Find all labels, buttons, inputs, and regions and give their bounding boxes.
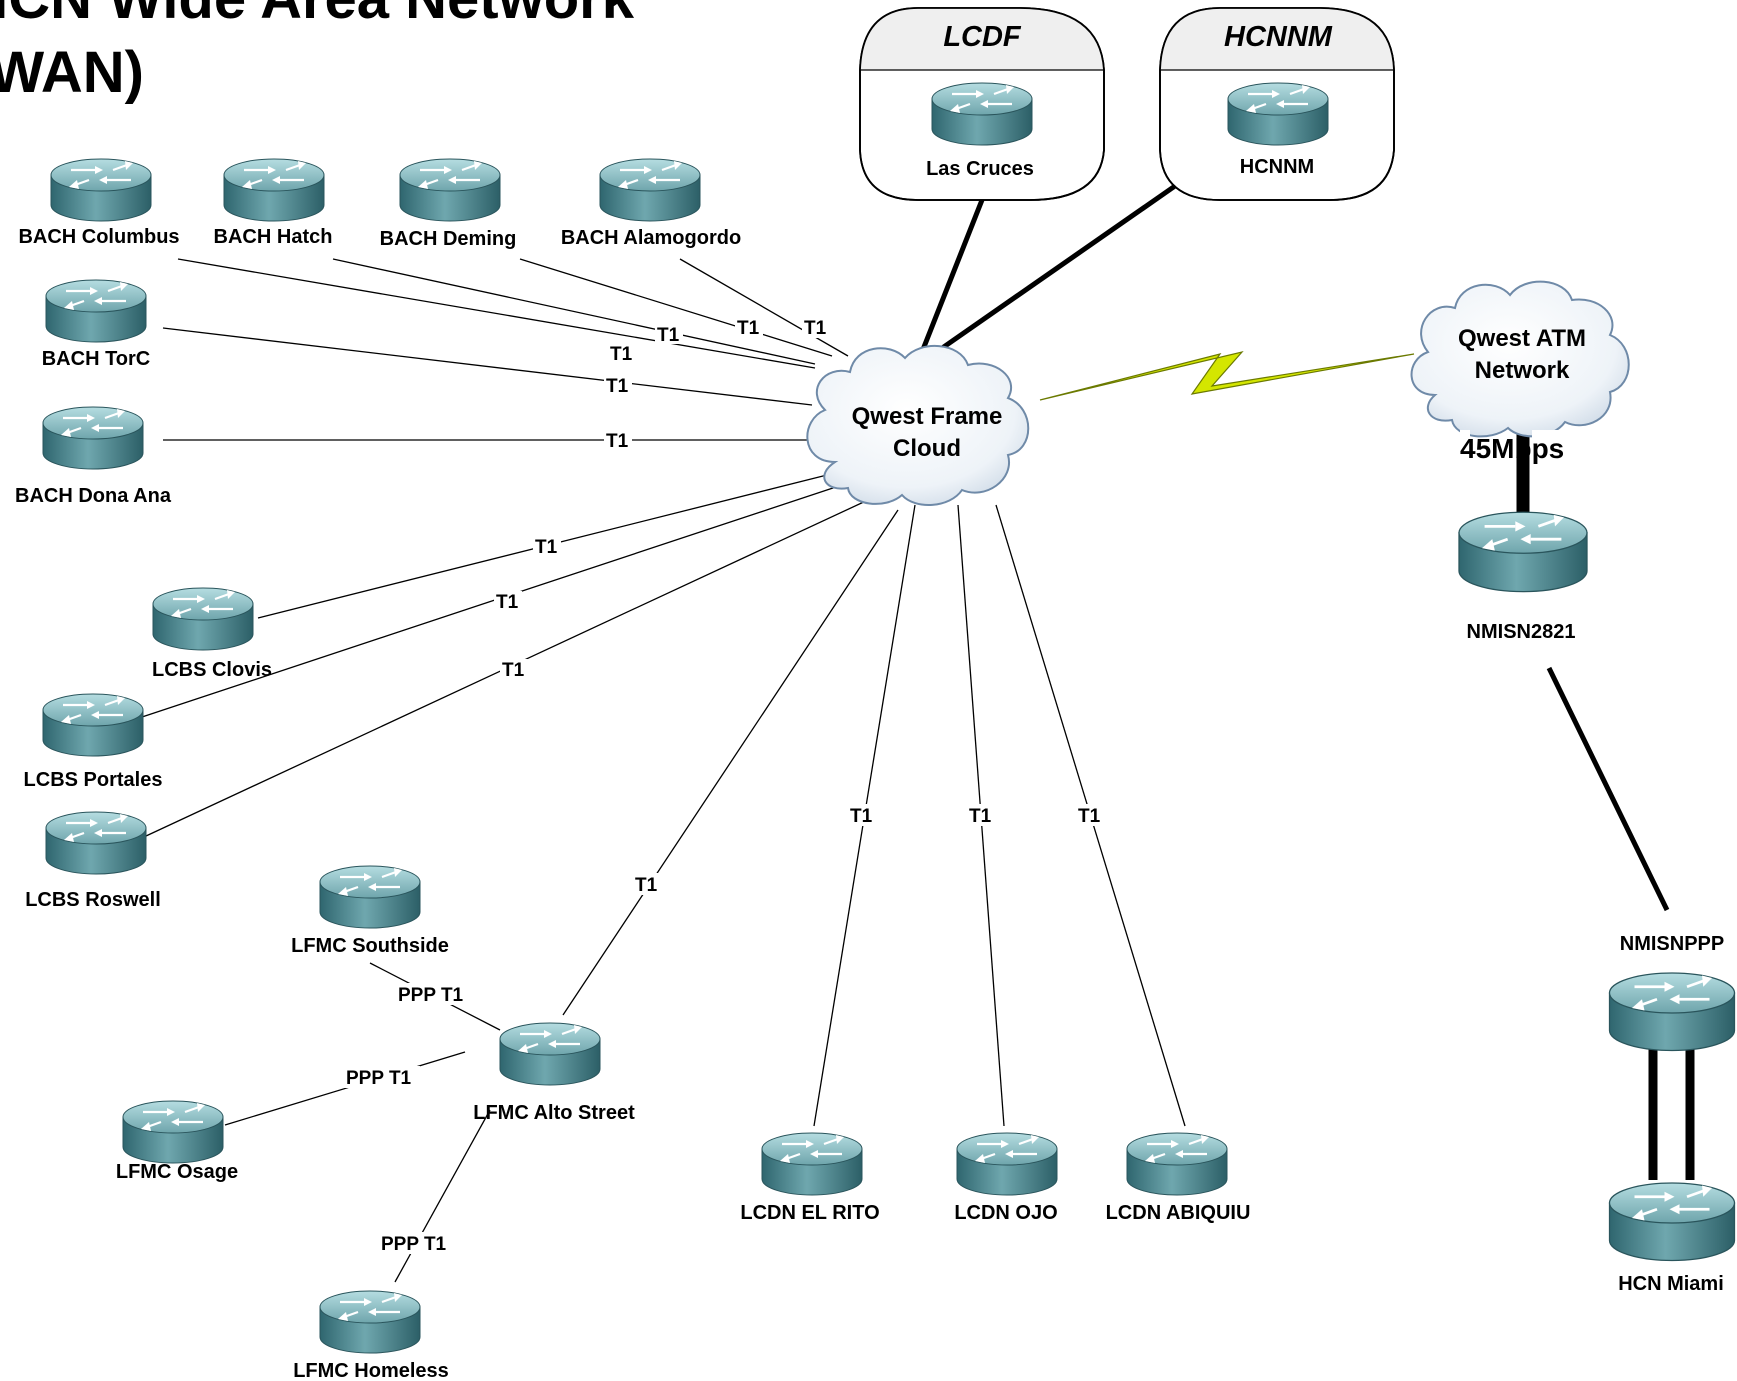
router-label: NMISNPPP <box>1620 933 1724 955</box>
router-icon <box>930 81 1034 147</box>
router-bach-columbus: BACH Columbus <box>18 157 180 248</box>
router-label: BACH Deming <box>380 228 517 250</box>
router-icon <box>1226 81 1330 147</box>
router-icon <box>1608 971 1736 1052</box>
qwest-atm-cloud: Qwest ATM Network <box>1410 280 1630 438</box>
link-label-ppp-t1: PPP T1 <box>381 1234 447 1255</box>
router-lcbs-clovis: LCBS Clovis <box>151 586 272 681</box>
router-lcdn-ojo: LCDN OJO <box>954 1131 1059 1224</box>
link-label-t1: T1 <box>535 537 558 558</box>
router-label: LFMC Alto Street <box>473 1102 635 1124</box>
router-label: LCBS Clovis <box>152 659 272 681</box>
router-lcdn-abiquiu: LCDN ABIQUIU <box>1106 1131 1251 1224</box>
router-icon <box>318 1289 422 1355</box>
router-icon <box>955 1131 1059 1197</box>
backbone-links <box>919 183 1670 912</box>
link-label-t1: T1 <box>606 376 629 397</box>
router-bach-dona-ana: BACH Dona Ana <box>15 405 172 507</box>
router-lcbs-portales: LCBS Portales <box>24 692 163 791</box>
router-label: LFMC Homeless <box>293 1360 449 1381</box>
router-bach-torc: BACH TorC <box>42 278 151 370</box>
frame-cloud-label-line2: Cloud <box>893 435 961 462</box>
router-label: LCBS Roswell <box>25 889 161 911</box>
router-label: NMISN2821 <box>1467 621 1576 643</box>
router-label: LFMC Southside <box>291 935 449 957</box>
router-icon <box>222 157 326 223</box>
atm-cloud-label-line1: Qwest ATM <box>1458 325 1586 352</box>
router-icon <box>1608 1181 1736 1262</box>
diagram-title-line2: (WAN) <box>0 40 144 105</box>
router-lfmc-homeless: LFMC Homeless <box>293 1289 449 1381</box>
router-bach-deming: BACH Deming <box>380 157 517 250</box>
lightning-link-icon <box>1039 350 1415 401</box>
link-label-t1: T1 <box>635 875 658 896</box>
router-las-cruces: Las Cruces <box>926 81 1034 180</box>
router-icon <box>598 157 702 223</box>
router-icon <box>151 586 255 652</box>
link-label-t1: T1 <box>610 344 633 365</box>
link-label-t1: T1 <box>496 592 519 613</box>
router-lfmc-southside: LFMC Southside <box>291 864 449 957</box>
router-label: BACH TorC <box>42 348 151 370</box>
router-icon <box>44 278 148 344</box>
qwest-frame-cloud: Qwest Frame Cloud <box>806 345 1030 507</box>
link-label-t1: T1 <box>502 660 525 681</box>
router-label: LCDN OJO <box>954 1202 1057 1224</box>
router-label: HCN Miami <box>1618 1273 1724 1295</box>
router-bach-alamogordo: BACH Alamogordo <box>561 157 741 249</box>
router-nmisn2821: NMISN2821 <box>1457 510 1589 643</box>
link-label-t1: T1 <box>606 431 629 452</box>
router-lcbs-roswell: LCBS Roswell <box>25 810 161 911</box>
ppp-dual-link <box>1648 1042 1695 1180</box>
atm-speed-label: 45Mbps <box>1460 433 1564 464</box>
router-label: LCDN EL RITO <box>740 1202 879 1224</box>
router-icon <box>318 864 422 930</box>
router-hcn-miami: HCN Miami <box>1608 1181 1736 1295</box>
router-icon <box>41 405 145 471</box>
router-icon <box>1457 510 1589 594</box>
site-title-lcdf: LCDF <box>943 21 1022 53</box>
router-label-hcnnm: HCNNM <box>1240 156 1314 178</box>
router-icon <box>49 157 153 223</box>
site-title-hcnnm: HCNNM <box>1224 21 1333 53</box>
router-label: LCBS Portales <box>24 769 163 791</box>
router-label: BACH Hatch <box>214 226 333 248</box>
router-label-las-cruces: Las Cruces <box>926 158 1034 180</box>
link-label-ppp-t1: PPP T1 <box>398 985 464 1006</box>
link-label-t1: T1 <box>850 806 873 827</box>
router-label: LFMC Osage <box>116 1161 238 1183</box>
router-lfmc-osage: LFMC Osage <box>116 1099 238 1183</box>
router-label: BACH Dona Ana <box>15 485 172 507</box>
t1-links <box>141 258 1186 1283</box>
router-icon <box>760 1131 864 1197</box>
link-label-t1: T1 <box>657 325 680 346</box>
diagram-title-line1: MHCN Wide Area Network <box>0 0 635 31</box>
link-label-t1: T1 <box>804 318 827 339</box>
router-lcdn-el-rito: LCDN EL RITO <box>740 1131 880 1224</box>
router-icon <box>398 157 502 223</box>
frame-cloud-label-line1: Qwest Frame <box>852 403 1003 430</box>
link-label-t1: T1 <box>1078 806 1101 827</box>
router-bach-hatch: BACH Hatch <box>214 157 333 248</box>
router-nmisnppp: NMISNPPP <box>1608 933 1736 1052</box>
router-label: LCDN ABIQUIU <box>1106 1202 1251 1224</box>
router-label: BACH Alamogordo <box>561 227 741 249</box>
router-hcnnm: HCNNM <box>1226 81 1330 178</box>
router-icon <box>498 1021 602 1087</box>
router-icon <box>44 810 148 876</box>
link-label-t1: T1 <box>737 318 760 339</box>
link-label-ppp-t1: PPP T1 <box>346 1068 412 1089</box>
router-icon <box>1125 1131 1229 1197</box>
atm-cloud-label-line2: Network <box>1475 357 1570 384</box>
link-label-t1: T1 <box>969 806 992 827</box>
router-icon <box>121 1099 225 1165</box>
router-icon <box>41 692 145 758</box>
router-label: BACH Columbus <box>18 226 179 248</box>
router-lfmc-alto-street: LFMC Alto Street <box>473 1021 635 1124</box>
